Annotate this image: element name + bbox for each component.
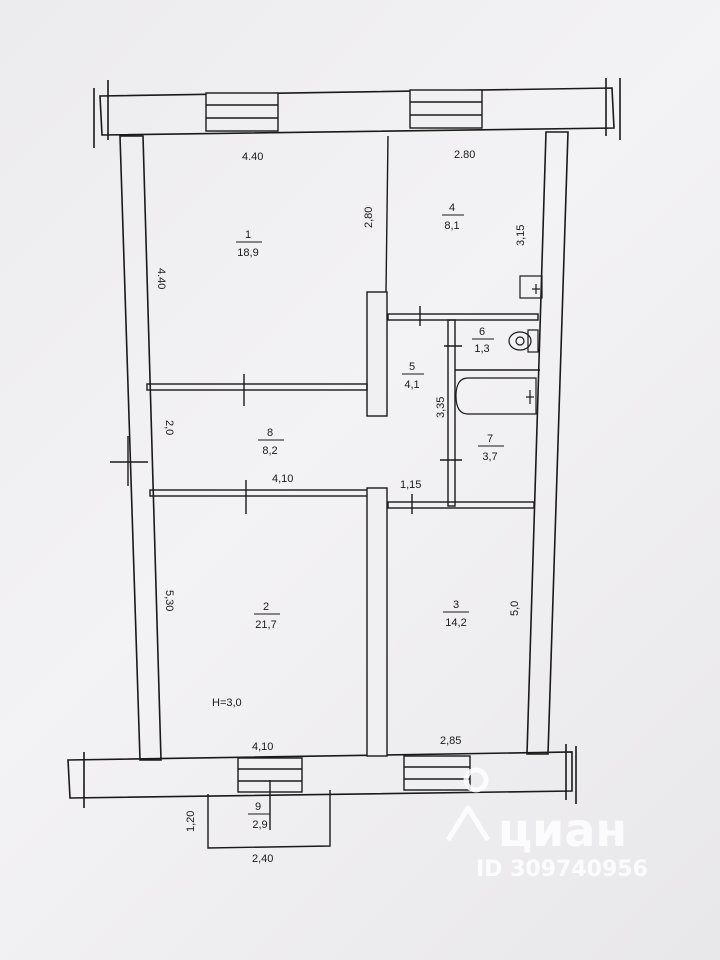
pillar-top: [366, 291, 388, 417]
right-wall: [526, 131, 569, 755]
room-3-label: 3 14,2: [443, 599, 469, 629]
outer-walls: [67, 78, 621, 808]
ceiling-height: H=3,0: [212, 697, 242, 709]
watermark-id: ID 309740956: [476, 857, 648, 882]
room-9-label: 9 2,9: [248, 801, 270, 831]
room-number: 4: [449, 202, 455, 214]
room-area: 18,9: [237, 247, 258, 259]
room-5-label: 5 4,1: [402, 361, 424, 391]
room-number: 9: [255, 801, 261, 813]
room-number: 1: [245, 229, 251, 241]
room-2-label: 2 21,7: [254, 601, 280, 631]
bathtub-icon: [455, 377, 537, 415]
room-area: 8,2: [262, 445, 277, 457]
left-wall: [119, 135, 162, 761]
dim-room3-depth: 5,0: [509, 601, 521, 616]
watermark-brand: циан: [498, 803, 627, 857]
window-room4: [409, 89, 483, 129]
room-labels: 1 18,9 2 21,7 3 14,2 4 8,1 5 4,1 6 1,3: [236, 202, 504, 831]
room-8-label: 8 8,2: [258, 427, 284, 457]
room-7-label: 7 3,7: [478, 433, 504, 463]
watermark: циан ID 309740956: [445, 767, 648, 882]
dim-partition-1-4: 2,80: [363, 207, 375, 228]
room-area: 2,9: [252, 819, 267, 831]
balcony: [207, 780, 331, 849]
windows: [205, 89, 483, 793]
dim-room2-depth: 5,30: [163, 590, 175, 611]
fixtures: [455, 275, 543, 415]
dim-bath-width: 1,15: [400, 479, 421, 491]
room-area: 1,3: [474, 343, 489, 355]
dim-balcony-depth: 1,20: [185, 811, 197, 832]
dim-hall-depth: 3,35: [435, 397, 447, 418]
toilet-icon: [508, 329, 539, 353]
pillar-bottom: [366, 487, 388, 757]
room-4-label: 4 8,1: [442, 202, 464, 232]
room-number: 7: [487, 433, 493, 445]
interior-walls: [110, 135, 540, 757]
room-number: 6: [479, 326, 485, 338]
top-wall: [99, 87, 615, 136]
room-area: 3,7: [482, 451, 497, 463]
dim-corridor-depth: 2,0: [163, 420, 175, 435]
room-number: 8: [267, 427, 273, 439]
dim-bottom-left-width: 4,10: [252, 741, 273, 753]
room-number: 5: [409, 361, 415, 373]
room-number: 3: [453, 599, 459, 611]
dim-top-right-width: 2.80: [454, 149, 475, 161]
room-area: 14,2: [445, 617, 466, 629]
room-area: 21,7: [255, 619, 276, 631]
room-1-label: 1 18,9: [236, 229, 262, 259]
sink-icon: [519, 275, 543, 299]
bottom-wall: [67, 751, 573, 799]
room-number: 2: [263, 601, 269, 613]
dim-room4-depth: 3,15: [515, 225, 527, 246]
dimension-labels: 4.40 2.80 4.40 2,80 3,15 2,0 4,10 1,15 3…: [155, 149, 527, 865]
dim-top-left-width: 4.40: [242, 151, 263, 163]
window-room1: [205, 92, 279, 132]
room-6-label: 6 1,3: [472, 326, 494, 355]
dim-room1-depth: 4.40: [155, 268, 167, 289]
dim-balcony-width: 2,40: [252, 853, 273, 865]
dim-corridor-width: 4,10: [272, 473, 293, 485]
dim-bottom-right-width: 2,85: [440, 735, 461, 747]
window-room3: [403, 755, 471, 791]
room-area: 4,1: [404, 379, 419, 391]
location-pin-icon: [445, 767, 491, 842]
room-area: 8,1: [444, 220, 459, 232]
